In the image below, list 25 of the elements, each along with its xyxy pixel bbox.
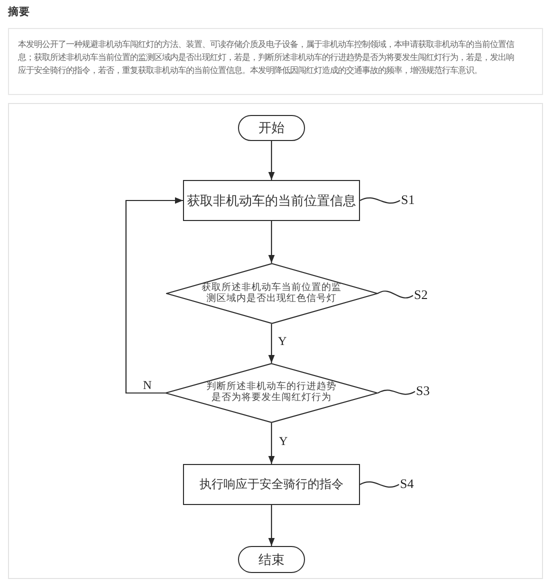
edge-label: Y: [278, 435, 289, 448]
edge-label: N: [142, 379, 153, 392]
edge-label: Y: [277, 335, 288, 348]
leader-line: [377, 290, 414, 298]
step-label: S4: [400, 476, 414, 491]
step-label: S1: [401, 192, 415, 207]
decision-diamond: 获取所述非机动车当前位置的监测区域内是否出现红色信号灯: [166, 263, 378, 324]
arrow: [268, 505, 275, 546]
arrow: [125, 197, 183, 394]
arrow: [268, 141, 275, 180]
decision-diamond: 判断所述非机动车的行进趋势是否为将要发生闯红灯行为: [165, 363, 378, 423]
arrow: [268, 221, 275, 263]
leader-line: [360, 481, 400, 488]
rounded-terminal: 结束: [238, 546, 305, 573]
arrow: [268, 423, 275, 464]
section-heading: 摘要: [8, 5, 30, 19]
process-box: 获取非机动车的当前位置信息: [183, 180, 360, 221]
arrow: [268, 324, 275, 363]
leader-line: [360, 197, 400, 204]
process-box: 执行响应于安全骑行的指令: [183, 464, 360, 505]
step-label: S2: [414, 287, 428, 302]
rounded-terminal: 开始: [238, 115, 305, 141]
leader-line: [378, 390, 416, 395]
step-label: S3: [416, 383, 430, 398]
abstract-box: 本发明公开了一种规避非机动车闯红灯的方法、装置、可读存储介质及电子设备，属于非机动车控制领域，本申请获取非机动车的当前位置信息；获取所述非机动车当前位置的监测区域内是否出现红灯，若是，判断所述非机动车的行进趋势是否为将要发生闯红灯行为，若是，发出响应于安全骑行的指令，若否，重复获取非机动车的当前位置信息。本发明降低因闯红灯造成的交通事故的频率，增强规范行车意识。: [8, 28, 543, 95]
